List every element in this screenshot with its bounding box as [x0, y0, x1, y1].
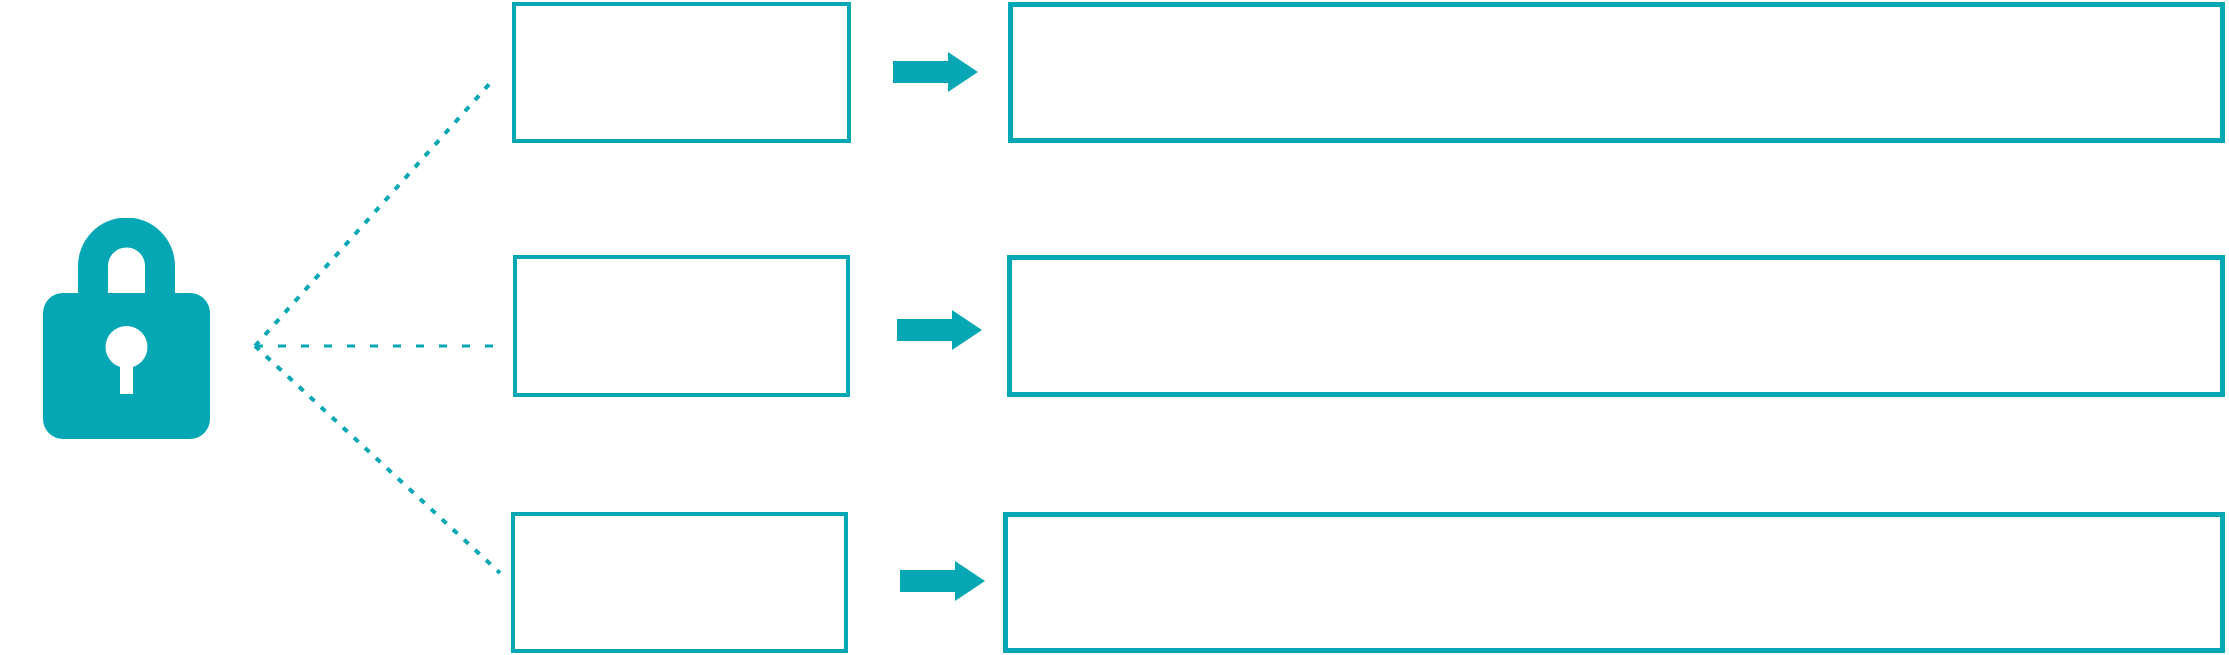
arrow-right-icon — [893, 52, 978, 92]
connector-line-bottom — [253, 344, 502, 575]
row3-target-box[interactable] — [1003, 512, 2225, 653]
arrow-right-icon — [897, 310, 982, 350]
lock-icon — [43, 217, 210, 439]
connector-line-top — [253, 79, 494, 348]
row2-source-box[interactable] — [513, 255, 850, 397]
arrow-right-icon — [900, 561, 985, 601]
row3-source-box[interactable] — [511, 512, 848, 653]
row1-source-box[interactable] — [512, 2, 851, 143]
row1-target-box[interactable] — [1008, 2, 2225, 143]
row2-target-box[interactable] — [1007, 255, 2225, 397]
